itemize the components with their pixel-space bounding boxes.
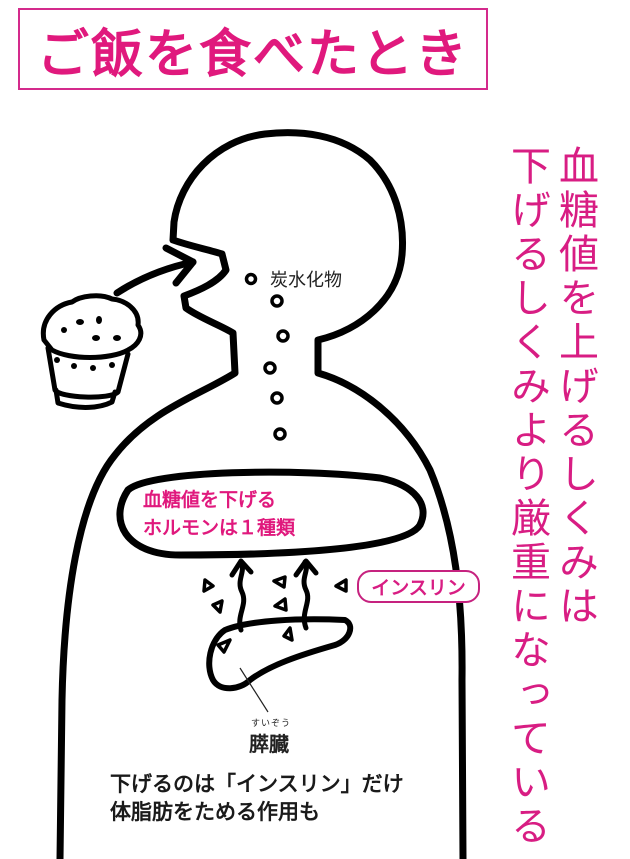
hormone-line-2: ホルモンは１種類 — [143, 517, 296, 539]
side-caption-column-1: 血糖値を上げるしくみは — [552, 145, 598, 629]
hormone-oval — [116, 468, 427, 559]
pancreas-label: 膵臓 — [249, 732, 289, 756]
hormone-line-1: 血糖値を下げる — [143, 489, 277, 511]
page-title: ご飯を食べたとき — [36, 24, 469, 85]
carbohydrate-dots — [244, 272, 290, 441]
insulin-triangles — [202, 575, 348, 654]
insulin-wavy-arrow-1 — [237, 559, 247, 633]
pancreas-shape — [206, 616, 354, 692]
note-line-1: 下げるのは「インスリン」だけ — [110, 772, 404, 796]
hormone-box-text: 血糖値を下げる ホルモンは１種類 — [143, 486, 295, 542]
carbohydrate-label: 炭水化物 — [270, 270, 342, 291]
pancreas-ruby: すいぞう — [251, 719, 292, 729]
arrow-to-mouth — [113, 258, 197, 297]
rice-grains — [54, 316, 121, 371]
note-text: 下げるのは「インスリン」だけ 体脂肪をためる作用も — [110, 770, 404, 826]
body-outline — [56, 129, 467, 859]
insulin-label: インスリン — [357, 570, 480, 603]
title-box: ご飯を食べたとき — [18, 8, 488, 90]
pancreas-leader-line — [239, 667, 269, 713]
rice-bowl — [40, 293, 144, 360]
side-caption-column-2: 下げるしくみより厳重になっている — [504, 145, 550, 849]
insulin-wavy-arrow-2 — [301, 559, 311, 631]
insulin-label-text: インスリン — [371, 577, 466, 599]
note-line-2: 体脂肪をためる作用も — [110, 800, 320, 824]
